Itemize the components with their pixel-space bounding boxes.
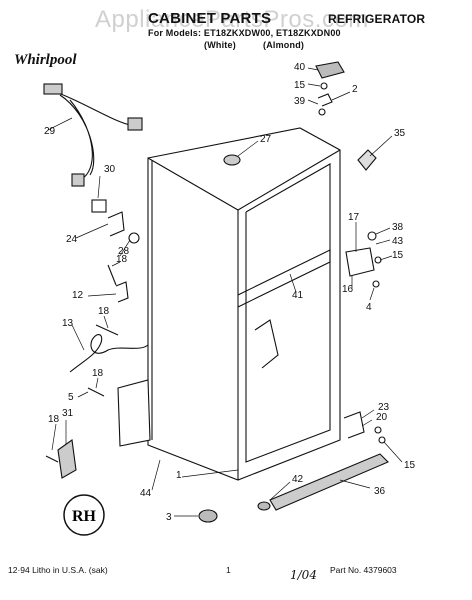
watermark: AppliancePartsPros.com bbox=[95, 6, 369, 33]
callout-18: 18 bbox=[92, 368, 104, 379]
callout-23: 23 bbox=[378, 402, 390, 413]
callout-5: 5 bbox=[68, 392, 74, 403]
seal-text: RH bbox=[72, 508, 97, 525]
washer bbox=[318, 108, 326, 116]
callout-36: 36 bbox=[374, 486, 386, 497]
roller bbox=[198, 509, 218, 523]
leveling-leg bbox=[257, 501, 271, 511]
brand-logo: Whirlpool bbox=[14, 52, 77, 68]
callout-12: 12 bbox=[72, 290, 84, 301]
callout-40: 40 bbox=[294, 62, 306, 73]
callout-numbers: 4015392273529301738431524281816441121813… bbox=[44, 62, 416, 523]
screw bbox=[320, 82, 328, 90]
screw bbox=[95, 324, 119, 336]
handwritten-note: 1/04 bbox=[290, 568, 317, 582]
callout-16: 16 bbox=[342, 284, 354, 295]
screw bbox=[107, 264, 117, 286]
bottom-hinge bbox=[343, 411, 365, 439]
screw bbox=[87, 387, 105, 397]
callout-35: 35 bbox=[394, 128, 406, 139]
callout-15: 15 bbox=[392, 250, 404, 261]
callout-31: 31 bbox=[62, 408, 74, 419]
nut bbox=[372, 280, 380, 288]
callout-41: 41 bbox=[292, 290, 304, 301]
callout-17: 17 bbox=[348, 212, 360, 223]
callout-18: 18 bbox=[116, 254, 128, 265]
power-cord bbox=[69, 334, 149, 373]
center-hinge bbox=[345, 247, 375, 277]
wire-harness bbox=[49, 89, 131, 181]
callout-29: 29 bbox=[44, 126, 56, 137]
color-almond-label: (Almond) bbox=[263, 40, 305, 50]
cabinet-drawing bbox=[43, 61, 403, 536]
cabinet-liner bbox=[245, 163, 331, 463]
callout-27: 27 bbox=[260, 134, 272, 145]
callout-13: 13 bbox=[62, 318, 74, 329]
callout-44: 44 bbox=[140, 488, 152, 499]
part-number: Part No. 4379603 bbox=[330, 565, 397, 575]
top-hinge-cover bbox=[315, 61, 345, 79]
freezer-divider bbox=[237, 249, 331, 308]
callout-28: 28 bbox=[118, 246, 130, 257]
top-hinge bbox=[317, 93, 333, 107]
callout-43: 43 bbox=[392, 236, 404, 247]
toe-grille bbox=[269, 453, 389, 511]
seal-emblem bbox=[63, 494, 105, 536]
harness-connector bbox=[71, 173, 85, 187]
callout-18: 18 bbox=[98, 306, 110, 317]
callout-4: 4 bbox=[366, 302, 372, 313]
top-plug bbox=[223, 154, 241, 166]
clip bbox=[115, 281, 129, 303]
callout-1: 1 bbox=[176, 470, 182, 481]
cabinet-edge bbox=[237, 149, 341, 211]
page-number: 1 bbox=[226, 565, 231, 575]
access-plate bbox=[117, 379, 151, 447]
model-list: For Models: ET18ZKXDW00, ET18ZKXDN00 bbox=[148, 28, 341, 38]
print-info: 12·94 Litho in U.S.A. (sak) bbox=[8, 565, 108, 575]
screw bbox=[45, 455, 59, 463]
callout-38: 38 bbox=[392, 222, 404, 233]
bracket bbox=[107, 211, 125, 237]
callout-2: 2 bbox=[352, 84, 358, 95]
callout-15: 15 bbox=[294, 80, 306, 91]
cabinet-edge bbox=[147, 157, 239, 211]
screw bbox=[378, 436, 386, 444]
grommet bbox=[91, 199, 107, 213]
leader-lines bbox=[47, 67, 403, 517]
harness-connector bbox=[127, 117, 143, 131]
callout-24: 24 bbox=[66, 234, 78, 245]
callout-42: 42 bbox=[292, 474, 304, 485]
callout-18: 18 bbox=[48, 414, 60, 425]
callout-20: 20 bbox=[376, 412, 388, 423]
callout-3: 3 bbox=[166, 512, 172, 523]
product-type: REFRIGERATOR bbox=[328, 12, 426, 26]
cord-cover bbox=[57, 439, 77, 479]
callout-15: 15 bbox=[404, 460, 416, 471]
color-white-label: (White) bbox=[204, 40, 236, 50]
harness-connector bbox=[43, 83, 63, 95]
callout-39: 39 bbox=[294, 96, 306, 107]
diagram-title: CABINET PARTS bbox=[148, 10, 272, 27]
screw bbox=[374, 426, 382, 434]
washer bbox=[367, 231, 377, 241]
callout-30: 30 bbox=[104, 164, 116, 175]
crisper-outline bbox=[254, 319, 279, 369]
nut bbox=[128, 232, 140, 244]
